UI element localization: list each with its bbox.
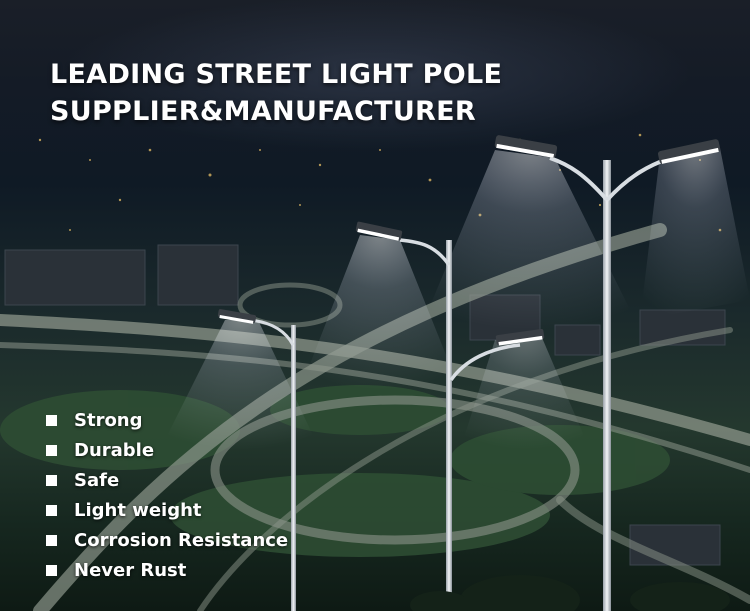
feature-label: Safe (74, 469, 120, 491)
light-beams (160, 148, 750, 450)
feature-label: Corrosion Resistance (74, 529, 289, 551)
feature-item: Strong (46, 405, 288, 435)
feature-label: Light weight (74, 499, 202, 521)
square-bullet-icon (46, 414, 57, 426)
city-lights (38, 133, 722, 232)
headline-line-1: LEADING STREET LIGHT POLE (50, 59, 503, 90)
feature-label: Strong (74, 409, 143, 431)
square-bullet-icon (46, 564, 57, 576)
feature-list: Strong Durable Safe Light weight Corrosi… (46, 405, 288, 585)
square-bullet-icon (46, 474, 57, 486)
headline-line-2: SUPPLIER&MANUFACTURER (50, 96, 476, 127)
feature-item: Light weight (46, 495, 288, 525)
feature-label: Durable (74, 439, 155, 461)
feature-item: Never Rust (46, 555, 288, 585)
square-bullet-icon (46, 534, 57, 546)
feature-label: Never Rust (74, 559, 187, 581)
square-bullet-icon (46, 444, 57, 456)
feature-item: Safe (46, 465, 288, 495)
feature-item: Durable (46, 435, 288, 465)
trees (410, 575, 730, 611)
feature-item: Corrosion Resistance (46, 525, 288, 555)
square-bullet-icon (46, 504, 57, 516)
street-light-poles (217, 135, 721, 611)
headline: LEADING STREET LIGHT POLE SUPPLIER&MANUF… (50, 56, 502, 130)
